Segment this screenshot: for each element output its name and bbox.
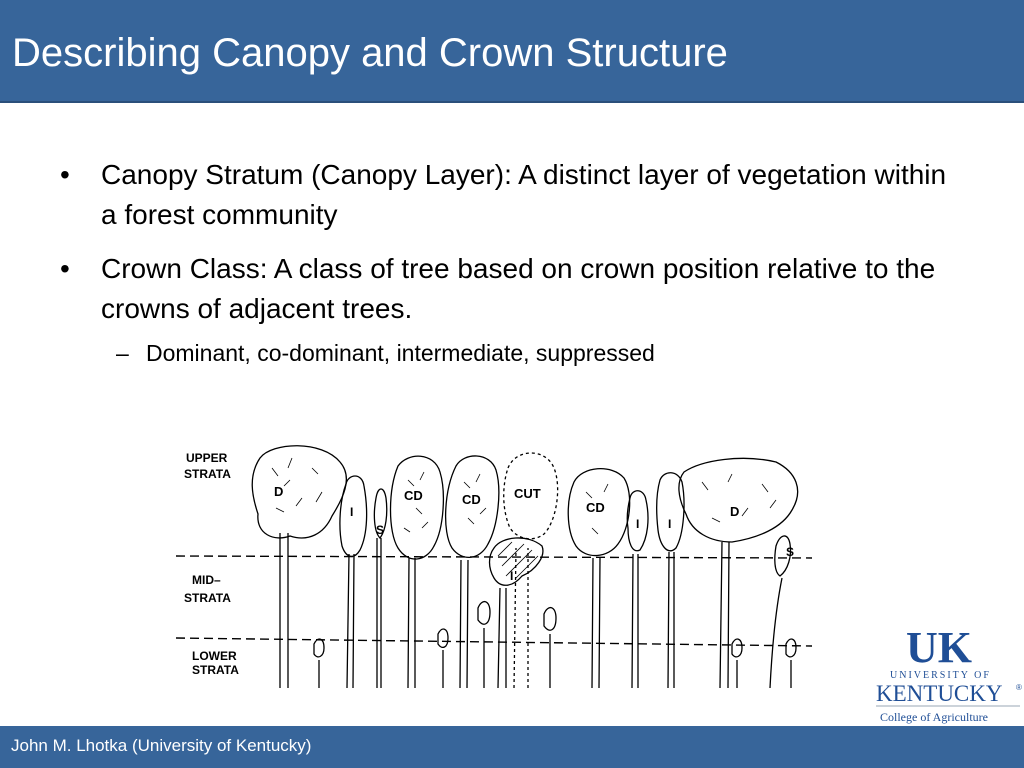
sub-bullet-crown-classes: – Dominant, co-dominant, intermediate, s… bbox=[58, 337, 958, 369]
registered-mark: ® bbox=[1016, 683, 1022, 692]
suppressed-label: S bbox=[786, 545, 794, 559]
mid-strata-label: STRATA bbox=[184, 591, 231, 605]
sapling bbox=[543, 607, 557, 688]
bullet-crown-class: • Crown Class: A class of tree based on … bbox=[58, 249, 958, 329]
slide-title: Describing Canopy and Crown Structure bbox=[12, 31, 728, 75]
co-dominant-tree bbox=[444, 455, 500, 689]
cut-tree bbox=[503, 452, 559, 689]
mid-lower-boundary bbox=[175, 637, 813, 647]
title-bar: Describing Canopy and Crown Structure bbox=[0, 0, 1024, 103]
sapling bbox=[437, 628, 449, 688]
lower-strata-label: LOWER bbox=[192, 649, 237, 663]
crown-class-diagram: UPPER STRATA MID– STRATA LOWER STRATA bbox=[172, 438, 816, 694]
co-dominant-tree bbox=[389, 455, 444, 689]
lower-strata-label: STRATA bbox=[192, 663, 239, 677]
intermediate-tree bbox=[488, 537, 544, 689]
upper-strata-label: STRATA bbox=[184, 467, 231, 481]
sapling bbox=[313, 638, 325, 688]
sub-bullet-text: Dominant, co-dominant, intermediate, sup… bbox=[146, 340, 655, 366]
uk-college-logo: UK UNIVERSITY OF KENTUCKY ® College of A… bbox=[872, 622, 1024, 726]
bullet-text: Canopy Stratum (Canopy Layer): A distinc… bbox=[101, 159, 947, 230]
suppressed-label: S bbox=[376, 523, 384, 537]
intermediate-tree bbox=[339, 475, 368, 689]
sub-bullet-dash: – bbox=[116, 340, 129, 366]
footer-bar: John M. Lhotka (University of Kentucky) bbox=[0, 726, 1024, 768]
mid-strata-label: MID– bbox=[192, 573, 221, 587]
bullet-list: • Canopy Stratum (Canopy Layer): A disti… bbox=[58, 155, 958, 369]
bullet-canopy-stratum: • Canopy Stratum (Canopy Layer): A disti… bbox=[58, 155, 958, 235]
suppressed-tree bbox=[769, 535, 792, 689]
footer-credit: John M. Lhotka (University of Kentucky) bbox=[11, 736, 312, 755]
college-text: College of Agriculture bbox=[880, 710, 988, 724]
intermediate-tree bbox=[626, 490, 649, 689]
intermediate-label: I bbox=[636, 517, 639, 531]
upper-mid-boundary bbox=[175, 555, 813, 559]
dominant-label: D bbox=[274, 484, 283, 499]
dominant-tree bbox=[251, 445, 348, 688]
dominant-tree bbox=[678, 457, 799, 689]
intermediate-label: I bbox=[350, 505, 353, 519]
university-of-text: UNIVERSITY OF bbox=[890, 670, 991, 681]
uk-mark: UK bbox=[906, 623, 972, 672]
bullet-dot: • bbox=[60, 159, 70, 190]
bullet-text: Crown Class: A class of tree based on cr… bbox=[101, 253, 936, 324]
suppressed-tree bbox=[373, 488, 388, 688]
uk-logo-svg: UK UNIVERSITY OF KENTUCKY ® College of A… bbox=[876, 623, 1022, 724]
intermediate-label: I bbox=[510, 569, 513, 583]
cut-label: CUT bbox=[514, 486, 541, 501]
bullet-dot: • bbox=[60, 253, 70, 284]
sapling bbox=[477, 601, 491, 688]
upper-strata-label: UPPER bbox=[186, 451, 228, 465]
kentucky-text: KENTUCKY bbox=[876, 681, 1003, 706]
sapling bbox=[785, 638, 797, 688]
intermediate-tree bbox=[656, 472, 685, 689]
co-dominant-label: CD bbox=[462, 492, 481, 507]
sapling bbox=[731, 638, 743, 688]
co-dominant-label: CD bbox=[586, 500, 605, 515]
co-dominant-tree bbox=[567, 467, 631, 689]
intermediate-label: I bbox=[668, 517, 671, 531]
co-dominant-label: CD bbox=[404, 488, 423, 503]
dominant-label: D bbox=[730, 504, 739, 519]
